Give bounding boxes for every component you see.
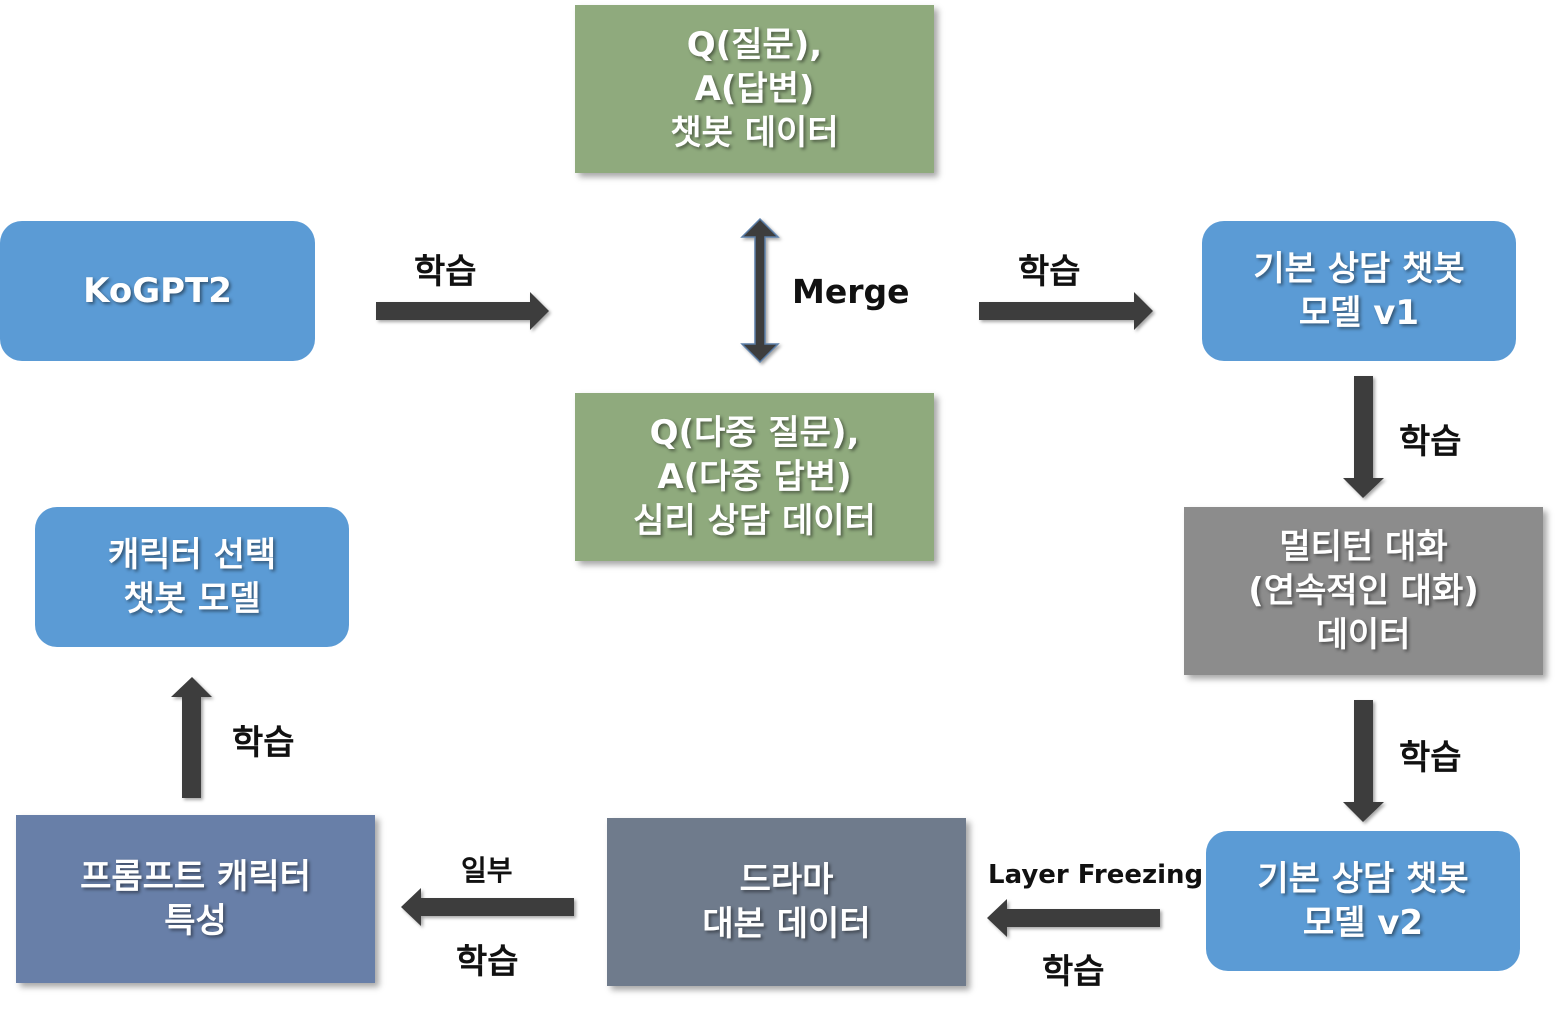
- edge-label-partial: 일부: [461, 854, 513, 887]
- drama-script-data-box: 드라마 대본 데이터: [607, 818, 966, 986]
- arrow-v2-to-drama: [987, 899, 1160, 937]
- base-model-v2-box: 기본 상담 챗봇 모델 v2: [1206, 831, 1520, 971]
- arrow-v1-to-multiturn: [1343, 376, 1384, 498]
- base-model-v2-label: 기본 상담 챗봇 모델 v2: [1257, 858, 1469, 943]
- arrow-multiturn-to-v2: [1343, 700, 1384, 822]
- qa-counseling-data-box: Q(다중 질문), A(다중 답변) 심리 상담 데이터: [575, 393, 934, 561]
- multiturn-data-box: 멀티턴 대화 (연속적인 대화) 데이터: [1184, 507, 1543, 675]
- edge-label-learn-4: 학습: [1399, 738, 1462, 778]
- arrow-kogpt2-to-merge: [376, 292, 549, 330]
- edge-label-learn-5: 학습: [1042, 952, 1105, 992]
- edge-label-learn-3: 학습: [1399, 422, 1462, 462]
- base-model-v1-label: 기본 상담 챗봇 모델 v1: [1253, 248, 1465, 333]
- character-select-model-box: 캐릭터 선택 챗봇 모델: [35, 507, 349, 647]
- qa-chatbot-data-box: Q(질문), A(답변) 챗봇 데이터: [575, 5, 934, 173]
- arrow-merge-double: [740, 217, 780, 364]
- edge-label-learn-6: 학습: [456, 942, 519, 982]
- kogpt2-label: KoGPT2: [83, 270, 232, 311]
- character-select-model-label: 캐릭터 선택 챗봇 모델: [107, 534, 277, 619]
- edge-label-learn-1: 학습: [414, 252, 477, 292]
- multiturn-data-label: 멀티턴 대화 (연속적인 대화) 데이터: [1248, 526, 1479, 656]
- drama-script-data-label: 드라마 대본 데이터: [702, 859, 871, 944]
- edge-label-merge: Merge: [792, 272, 910, 311]
- arrow-merge-to-v1: [979, 292, 1153, 330]
- base-model-v1-box: 기본 상담 챗봇 모델 v1: [1202, 221, 1516, 361]
- edge-label-layer-freezing: Layer Freezing: [988, 860, 1204, 890]
- qa-counseling-data-label: Q(다중 질문), A(다중 답변) 심리 상담 데이터: [633, 412, 876, 542]
- kogpt2-box: KoGPT2: [0, 221, 315, 361]
- qa-chatbot-data-label: Q(질문), A(답변) 챗봇 데이터: [670, 24, 839, 154]
- edge-label-learn-2: 학습: [1018, 252, 1081, 292]
- prompt-character-label: 프롬프트 캐릭터 특성: [80, 856, 311, 941]
- edge-label-learn-7: 학습: [232, 723, 295, 763]
- arrow-drama-to-prompt: [401, 888, 574, 926]
- arrow-prompt-to-character: [171, 677, 212, 798]
- prompt-character-box: 프롬프트 캐릭터 특성: [16, 815, 375, 983]
